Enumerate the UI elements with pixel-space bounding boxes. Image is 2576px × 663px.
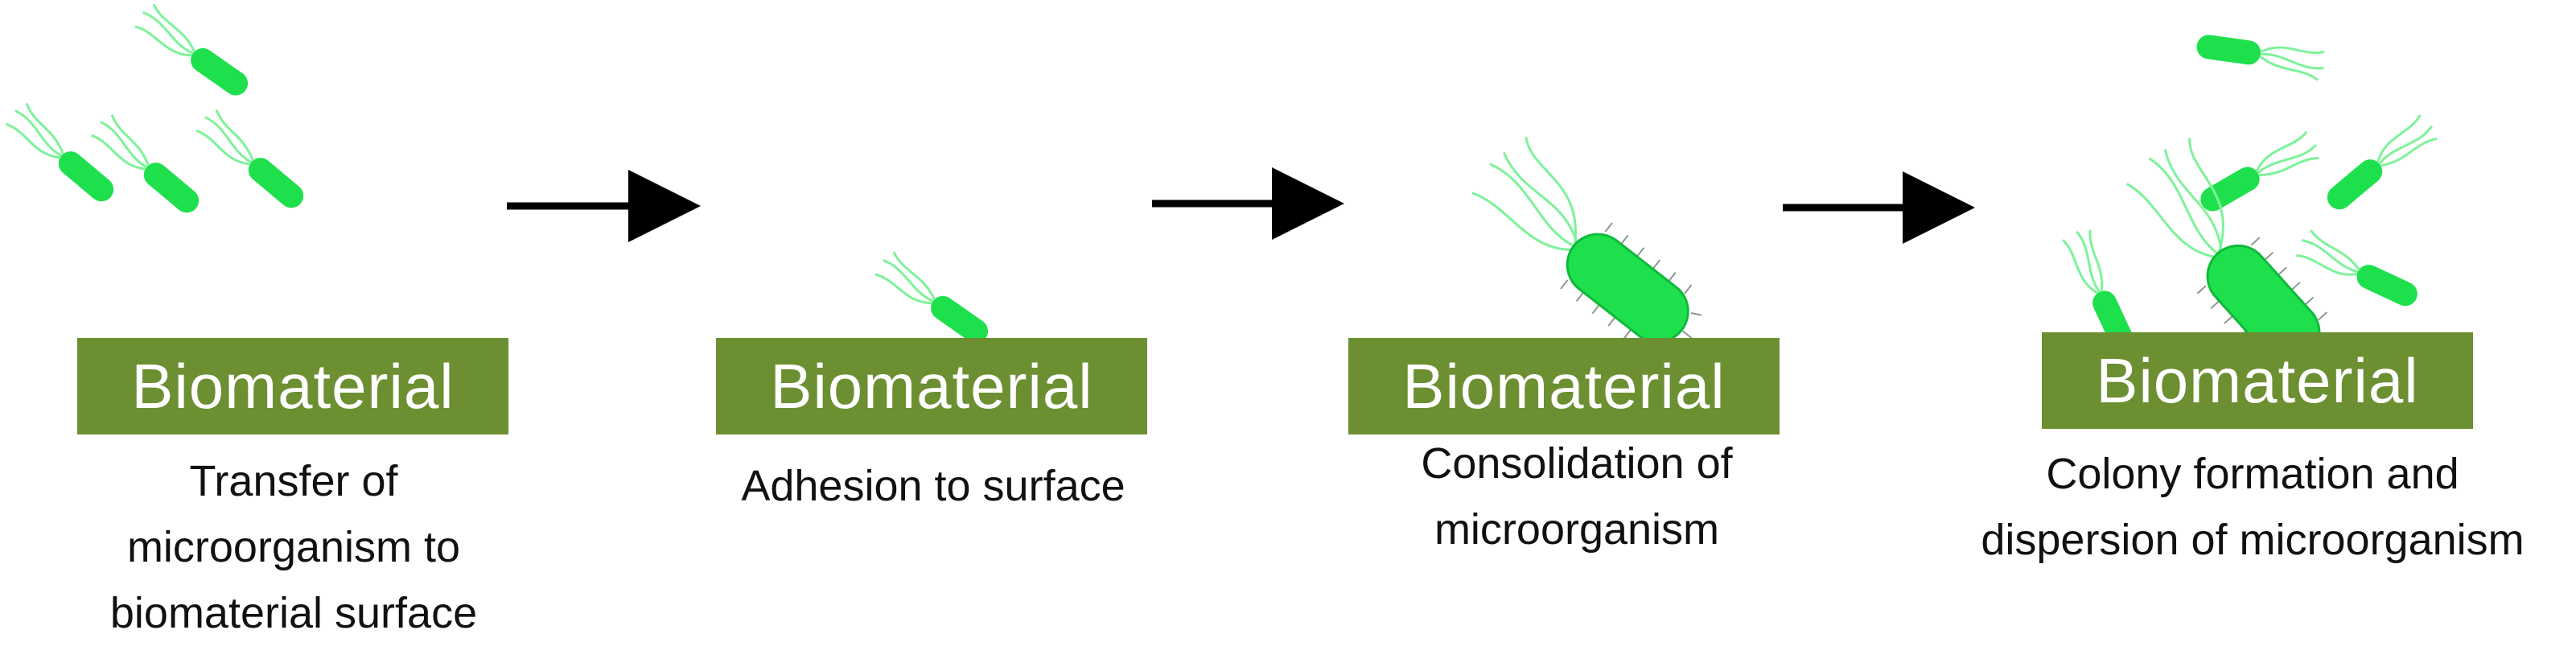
stage-2-bacteria [872, 248, 998, 349]
biomaterial-block: Biomaterial [2042, 332, 2473, 429]
bacterium-icon [1455, 128, 1728, 373]
stage-caption: Adhesion to surface [741, 462, 1125, 510]
stage-caption: Colony formation and dispersion of micro… [1981, 450, 2525, 564]
biomaterial-block: Biomaterial [1348, 338, 1780, 434]
biomaterial-block: Biomaterial [716, 338, 1147, 434]
bacterium-icon [2293, 227, 2426, 311]
biomaterial-block: Biomaterial [77, 338, 508, 434]
stage-1-bacteria [2, 0, 314, 219]
bacterium-icon [2195, 129, 2324, 222]
stage-caption: Transfer of microorganism to biomaterial… [109, 457, 478, 637]
bacterium-icon [192, 105, 314, 214]
bacterium-icon [2321, 112, 2442, 220]
stage-caption: Consolidation of microorganism [1421, 439, 1733, 554]
bacterium-icon [132, 0, 257, 101]
bacterium-icon [872, 248, 998, 349]
bacterium-icon [2193, 31, 2327, 82]
bacterium-icon [2, 99, 124, 208]
stage-3-bacteria [1455, 128, 1728, 373]
bacterium-icon [88, 110, 209, 219]
